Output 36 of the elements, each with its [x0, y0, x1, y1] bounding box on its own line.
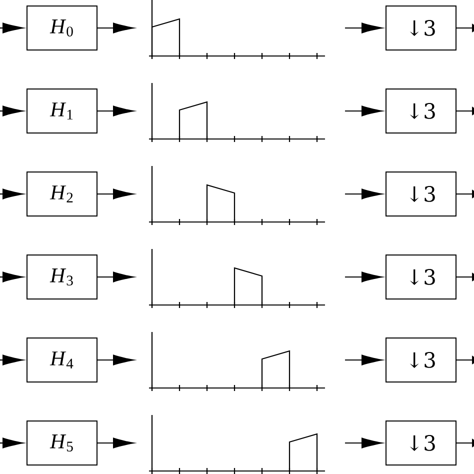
downsampler-box: ↓3	[386, 172, 456, 216]
downsampler-box: ↓3	[386, 420, 456, 466]
arrow	[345, 106, 382, 116]
arrow	[0, 106, 24, 116]
arrow	[0, 188, 24, 200]
arrow	[456, 356, 474, 364]
arrow	[98, 22, 134, 34]
arrow	[456, 190, 474, 198]
filter-box: H$_{3}$	[26, 254, 98, 300]
arrow	[98, 106, 134, 116]
arrow	[98, 354, 134, 366]
filter-box: H$_{2}$	[26, 172, 98, 216]
downsampler-box: ↓3	[386, 6, 456, 50]
arrow	[345, 438, 382, 448]
arrow	[456, 107, 474, 115]
arrow	[98, 438, 134, 448]
downsampler-box: ↓3	[386, 254, 456, 300]
downsampler-box: ↓3	[386, 88, 456, 134]
arrow	[345, 188, 382, 200]
arrow	[0, 354, 24, 366]
arrow	[0, 438, 24, 448]
arrow	[98, 188, 134, 200]
filter-box: H$_{4}$	[26, 338, 98, 382]
arrow	[0, 22, 24, 34]
arrow	[345, 272, 382, 282]
arrow	[345, 22, 382, 34]
filter-box: H$_{0}$	[26, 6, 98, 50]
filter-box: H$_{5}$	[26, 420, 98, 466]
arrow	[456, 439, 474, 447]
arrow	[98, 272, 134, 282]
arrow	[456, 24, 474, 32]
downsampler-box: ↓3	[386, 338, 456, 382]
arrow	[456, 273, 474, 281]
arrow	[345, 354, 382, 366]
arrow	[0, 272, 24, 282]
filter-box: H$_{1}$	[26, 88, 98, 134]
